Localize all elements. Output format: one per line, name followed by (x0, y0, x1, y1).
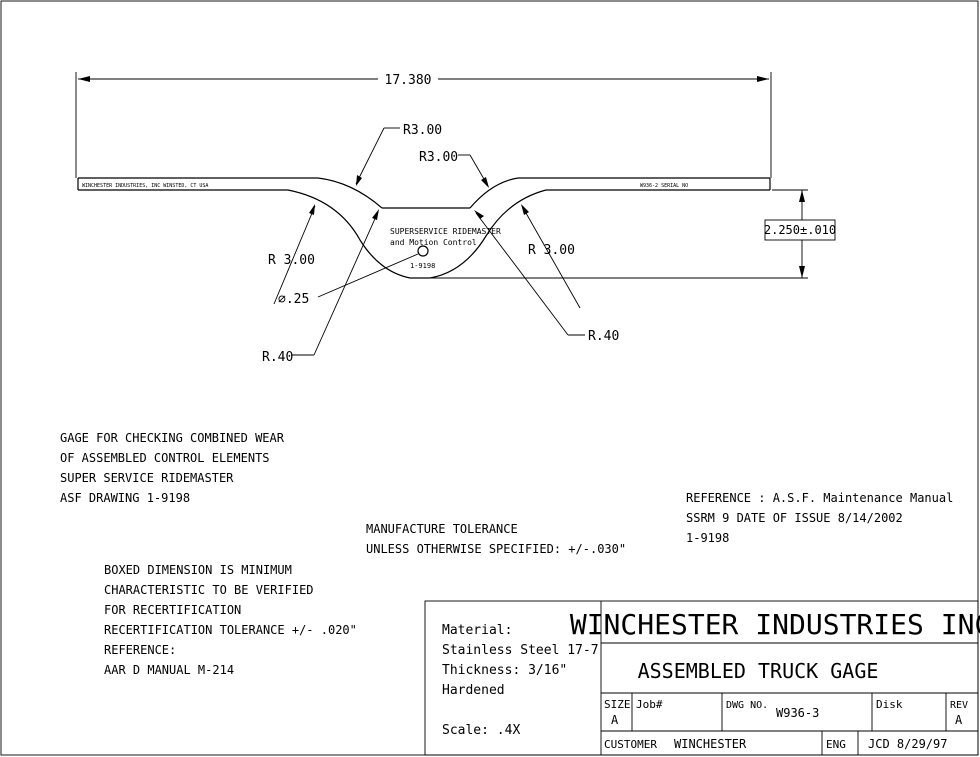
length-dimension (75, 72, 772, 178)
note-line: SUPER SERVICE RIDEMASTER (60, 471, 234, 485)
note-line: CHARACTERISTIC TO BE VERIFIED (104, 583, 314, 597)
hole-diameter: ∅.25 (278, 292, 309, 307)
radius-top-right: R3.00 (419, 150, 458, 165)
boxed-dimension (764, 219, 836, 241)
note-line: 1-9198 (686, 531, 729, 545)
edge-engraving-right: W936-2 SERIAL NO (640, 183, 688, 189)
drawing-title: ASSEMBLED TRUCK GAGE (638, 659, 879, 683)
radius-mid-left: R 3.00 (268, 253, 315, 268)
engraving-line2: and Motion Control (390, 238, 477, 247)
radius-top-left: R3.00 (403, 123, 442, 138)
note-line: GAGE FOR CHECKING COMBINED WEAR (60, 431, 285, 445)
note-line: MANUFACTURE TOLERANCE (366, 522, 518, 536)
mounting-hole (417, 245, 429, 257)
job-label: Job# (636, 698, 663, 711)
tolerance-notes: MANUFACTURE TOLERANCE UNLESS OTHERWISE S… (366, 522, 626, 556)
note-line: BOXED DIMENSION IS MINIMUM (104, 563, 292, 577)
material-label: Material: (442, 623, 512, 638)
dwg-label: DWG NO. (726, 700, 768, 711)
company-name: WINCHESTER INDUSTRIES INC. (570, 608, 980, 641)
eng-value: JCD 8/29/97 (868, 737, 947, 751)
engraving-line1: SUPERSERVICE RIDEMASTER (390, 227, 501, 236)
customer-label: CUSTOMER (604, 738, 657, 751)
note-line: SSRM 9 DATE OF ISSUE 8/14/2002 (686, 511, 903, 525)
height-label: 2.250±.010 (764, 223, 836, 237)
rev-value: A (955, 713, 963, 727)
note-line: RECERTIFICATION TOLERANCE +/- .020" (104, 623, 357, 637)
radius-small-right: R.40 (588, 329, 619, 344)
gage-outline (77, 177, 771, 279)
edge-engraving-left: WINCHESTER INDUSTRIES, INC WINSTED, CT U… (82, 183, 208, 189)
reference-notes: REFERENCE : A.S.F. Maintenance Manual SS… (686, 491, 953, 545)
note-line: AAR D MANUAL M-214 (104, 663, 234, 677)
gage-notes: GAGE FOR CHECKING COMBINED WEAR OF ASSEM… (60, 431, 285, 505)
overall-length-label: 17.380 (385, 73, 432, 88)
boxed-dimension-notes: BOXED DIMENSION IS MINIMUM CHARACTERISTI… (104, 563, 357, 677)
thickness-value: Thickness: 3/16" (442, 663, 567, 678)
note-line: UNLESS OTHERWISE SPECIFIED: +/-.030" (366, 542, 626, 556)
rev-label: REV (950, 700, 968, 711)
customer-value: WINCHESTER (674, 737, 747, 751)
scale-value: Scale: .4X (442, 723, 520, 738)
height-dimension (430, 189, 836, 279)
eng-label: ENG (826, 738, 846, 751)
note-line: REFERENCE : A.S.F. Maintenance Manual (686, 491, 953, 505)
radius-small-left: R.40 (262, 350, 293, 365)
note-line: OF ASSEMBLED CONTROL ELEMENTS (60, 451, 270, 465)
title-block (424, 600, 979, 756)
size-value: A (611, 713, 619, 727)
radius-mid-right: R 3.00 (528, 243, 575, 258)
note-line: ASF DRAWING 1-9198 (60, 491, 190, 505)
engraving-line3: 1-9198 (410, 262, 435, 270)
dwg-value: W936-3 (776, 706, 819, 720)
material-value: Stainless Steel 17-7 (442, 643, 599, 658)
note-line: REFERENCE: (104, 643, 176, 657)
disk-label: Disk (876, 698, 903, 711)
size-label: SIZE (604, 698, 631, 711)
note-line: FOR RECERTIFICATION (104, 603, 241, 617)
radius-leaders (273, 127, 585, 356)
hardness-value: Hardened (442, 683, 505, 698)
